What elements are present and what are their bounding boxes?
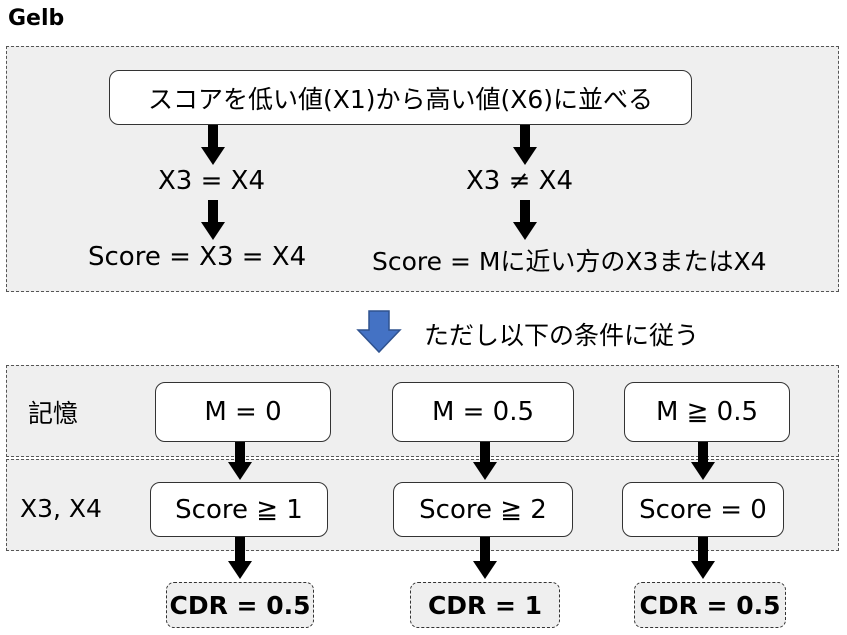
arrow-right-1: [513, 125, 537, 165]
arrow-col3-2: [691, 537, 715, 579]
diagram-title: Gelb: [8, 6, 65, 31]
arrow-col2-1: [473, 442, 497, 480]
arrow-col1-1: [228, 442, 252, 480]
instruction-box: スコアを低い値(X1)から高い値(X6)に並べる: [109, 70, 692, 125]
memory-box-2: M = 0.5: [392, 382, 574, 442]
arrow-col2-2: [473, 537, 497, 579]
score-box-3: Score = 0: [622, 482, 784, 537]
arrow-col1-2: [228, 537, 252, 579]
memory-label: 記憶: [28, 399, 79, 428]
cdr-box-2: CDR = 1: [410, 582, 560, 628]
condition-equal: X3 = X4: [158, 166, 266, 196]
result-not-equal: Score = Mに近い方のX3またはX4: [372, 247, 767, 276]
score-box-2: Score ≧ 2: [393, 482, 573, 537]
transition-arrow-icon: [356, 310, 402, 354]
memory-box-3: M ≧ 0.5: [624, 382, 790, 442]
condition-not-equal: X3 ≠ X4: [466, 166, 574, 196]
arrow-left-1: [201, 125, 225, 165]
result-equal: Score = X3 = X4: [88, 242, 307, 272]
arrow-right-2: [513, 200, 537, 240]
cdr-box-1: CDR = 0.5: [166, 582, 314, 628]
arrow-left-2: [201, 200, 225, 240]
x-label: X3, X4: [20, 494, 102, 523]
score-box-1: Score ≧ 1: [150, 482, 328, 537]
transition-label: ただし以下の条件に従う: [424, 321, 700, 350]
arrow-col3-1: [691, 442, 715, 480]
memory-box-1: M = 0: [155, 382, 331, 442]
cdr-box-3: CDR = 0.5: [634, 582, 786, 628]
